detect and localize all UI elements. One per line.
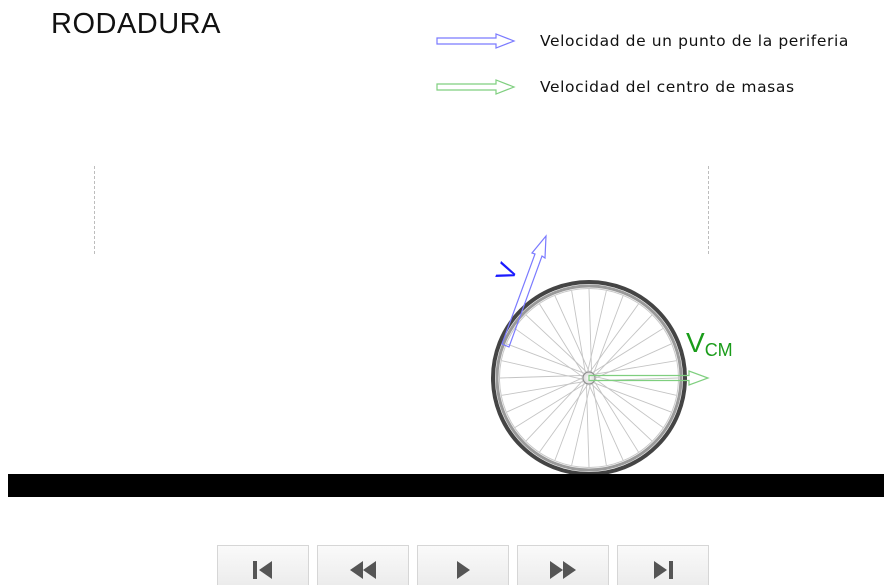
wheel-spoke (506, 376, 585, 413)
green-arrow-icon (436, 79, 516, 95)
legend-label: Velocidad del centro de masas (540, 78, 795, 96)
playback-controls (217, 545, 709, 585)
wheel-spoke (587, 382, 624, 461)
wheel-spokes (499, 288, 679, 468)
blue-arrow-icon (436, 33, 516, 49)
skip-to-start-button[interactable] (217, 545, 309, 585)
rewind-icon (350, 560, 376, 579)
rewind-button[interactable] (317, 545, 409, 585)
wheel-spoke (585, 382, 590, 468)
wheel-spoke (590, 328, 664, 374)
wheel-spoke (554, 295, 591, 374)
wheel-spoke (514, 328, 585, 379)
v-label: V (489, 258, 523, 285)
wheel-spoke (499, 374, 585, 379)
wheel-spoke (591, 381, 672, 413)
wheel-spoke (588, 288, 593, 374)
play-button[interactable] (417, 545, 509, 585)
wheel-spoke (539, 382, 590, 453)
vcm-label-main: V (686, 327, 705, 358)
wheel-spoke (593, 375, 677, 396)
vcm-label: VCM (686, 327, 733, 360)
wheel-spoke (506, 343, 587, 375)
wheel-spoke (501, 380, 586, 396)
ground-surface (8, 474, 884, 497)
skip-start-icon (253, 560, 272, 579)
fast-forward-icon (550, 560, 576, 579)
wheel-spoke (591, 381, 607, 466)
wheel-spoke (593, 377, 664, 428)
vcm-label-subscript: CM (705, 340, 733, 360)
legend-label: Velocidad de un punto de la periferia (540, 32, 849, 50)
periphery-velocity-arrow (501, 234, 547, 348)
wheel-spoke (586, 290, 607, 374)
wheel-spoke (588, 303, 639, 374)
start-marker-line (94, 166, 95, 254)
wheel-spoke (554, 380, 586, 461)
end-marker-line (708, 166, 709, 254)
wheel-spoke (571, 290, 587, 375)
skip-to-end-button[interactable] (617, 545, 709, 585)
wheel-spoke (593, 314, 653, 378)
vcm-arrow (588, 370, 710, 386)
wheel-spoke (525, 314, 589, 374)
skip-end-icon (654, 560, 673, 579)
wheel-spoke (592, 295, 624, 376)
wheel-spoke (571, 382, 592, 466)
play-icon (457, 560, 470, 579)
page-title: RODADURA (51, 8, 221, 40)
legend-item-center-of-mass: Velocidad del centro de masas (436, 77, 795, 97)
wheel-spoke (525, 378, 585, 442)
wheel-spoke (539, 303, 585, 377)
wheel-spoke (514, 382, 588, 428)
wheel-spoke (593, 343, 672, 380)
wheel-spoke (501, 360, 585, 381)
fast-forward-button[interactable] (517, 545, 609, 585)
wheel-spoke (593, 379, 639, 453)
legend-item-periphery: Velocidad de un punto de la periferia (436, 31, 849, 51)
wheel-spoke (589, 382, 653, 442)
wheel-spoke (592, 360, 677, 376)
